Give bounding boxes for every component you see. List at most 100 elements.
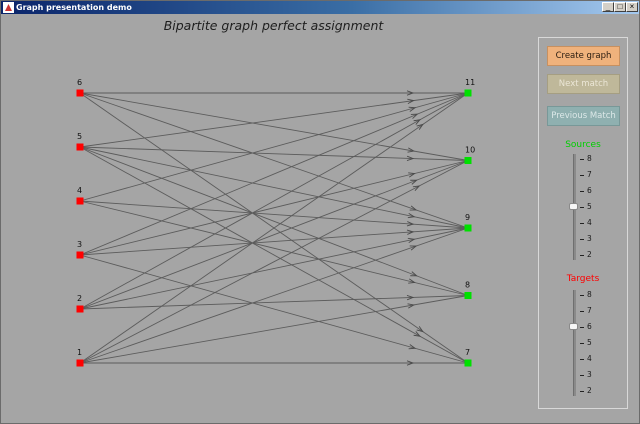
targets-slider-thumb[interactable] [569, 323, 578, 330]
edge-arrow-6-11 [406, 90, 415, 96]
sources-slider-tick-label: 2 [580, 250, 592, 260]
edge-arrow-4-9 [406, 221, 415, 227]
target-node-10 [464, 157, 472, 164]
source-node-1 [76, 359, 84, 367]
source-node-label-4: 4 [77, 186, 82, 195]
edge-arrow-1-7 [406, 360, 415, 366]
target-node-label-8: 8 [465, 281, 470, 290]
edge-arrow-6-7 [416, 326, 424, 333]
target-node-11 [464, 89, 472, 97]
edge-5-7 [79, 146, 469, 364]
edge-arrow-6-10 [407, 147, 416, 153]
edge-arrow-2-11 [413, 119, 422, 125]
edge-2-11 [79, 92, 469, 310]
edge-arrow-4-8 [408, 278, 416, 284]
sources-slider-tick-label: 3 [580, 234, 592, 244]
edge-4-9 [79, 200, 469, 229]
edge-1-9 [79, 227, 469, 364]
target-node-label-11: 11 [465, 78, 475, 87]
close-button[interactable]: × [626, 2, 638, 12]
sources-slider-label: Sources [565, 140, 601, 150]
sources-slider-tick-label: 5 [580, 202, 592, 212]
title-bar[interactable]: Graph presentation demo _ □ × [1, 1, 639, 14]
edge-arrow-5-8 [410, 271, 418, 277]
source-node-label-2: 2 [77, 294, 82, 303]
edge-arrow-5-7 [413, 331, 422, 337]
edge-arrow-1-10 [412, 185, 421, 191]
edge-arrow-2-8 [406, 294, 415, 301]
edge-arrow-4-11 [408, 106, 417, 112]
sources-slider[interactable]: 8 7 6 5 4 3 2 [567, 154, 617, 260]
source-node-6 [76, 89, 84, 97]
targets-slider-tick-label: 6 [580, 322, 592, 332]
source-node-label-5: 5 [77, 132, 82, 141]
edge-arrow-1-8 [407, 303, 416, 309]
next-match-button[interactable]: Next match [547, 74, 620, 94]
source-node-4 [76, 197, 84, 205]
edge-5-8 [79, 146, 469, 296]
edge-arrow-5-10 [406, 155, 415, 162]
edge-3-9 [79, 227, 469, 256]
targets-slider-tick-label: 2 [580, 386, 592, 396]
sources-slider-thumb[interactable] [569, 203, 578, 210]
source-node-label-3: 3 [77, 240, 82, 249]
edge-5-9 [79, 146, 469, 229]
minimize-button[interactable]: _ [602, 2, 614, 12]
edge-arrow-3-7 [408, 344, 417, 350]
edge-arrow-2-9 [407, 237, 416, 244]
edge-arrow-5-11 [407, 98, 415, 104]
edge-arrow-3-10 [408, 172, 416, 178]
source-node-label-1: 1 [77, 348, 82, 357]
edge-4-11 [79, 92, 469, 202]
edge-arrow-1-9 [409, 245, 418, 251]
edge-3-11 [79, 92, 469, 256]
previous-match-button[interactable]: Previous Match [547, 106, 620, 126]
target-node-8 [464, 292, 472, 299]
targets-slider-tick-label: 7 [580, 306, 592, 316]
sources-slider-tick-label: 8 [580, 154, 592, 164]
edge-4-8 [79, 200, 469, 296]
edge-1-10 [79, 160, 469, 364]
edge-6-10 [79, 92, 469, 161]
edge-2-8 [79, 295, 469, 310]
edge-2-10 [79, 160, 469, 310]
sources-slider-tick-label: 4 [580, 218, 592, 228]
edge-1-11 [79, 92, 469, 364]
window-title: Graph presentation demo [16, 3, 132, 12]
edge-arrow-5-9 [407, 212, 416, 219]
edge-6-9 [79, 92, 469, 229]
edge-arrow-3-11 [410, 113, 419, 119]
targets-slider-tick-label: 4 [580, 354, 592, 364]
edge-3-10 [79, 160, 469, 256]
source-node-3 [76, 251, 84, 259]
target-node-7 [464, 359, 472, 367]
edge-arrow-2-10 [410, 179, 418, 185]
maximize-button[interactable]: □ [614, 2, 626, 12]
target-node-label-7: 7 [465, 348, 470, 357]
edge-arrow-6-9 [409, 205, 418, 211]
java-app-icon [3, 2, 14, 13]
target-node-label-9: 9 [465, 213, 470, 222]
edge-5-10 [79, 146, 469, 161]
target-node-label-10: 10 [465, 146, 475, 155]
edge-5-11 [79, 92, 469, 148]
target-node-9 [464, 224, 472, 232]
edge-1-8 [79, 295, 469, 364]
sources-slider-tick-label: 7 [580, 170, 592, 180]
targets-slider-track[interactable] [573, 290, 576, 396]
graph-title: Bipartite graph perfect assignment [163, 18, 384, 33]
targets-slider-tick-label: 8 [580, 290, 592, 300]
control-panel: Create graph Next match Previous Match S… [538, 37, 628, 409]
create-graph-button[interactable]: Create graph [547, 46, 620, 66]
edge-3-7 [79, 254, 469, 364]
sources-slider-tick-label: 6 [580, 186, 592, 196]
source-node-2 [76, 305, 84, 313]
targets-slider-label: Targets [566, 274, 600, 284]
targets-slider-tick-label: 3 [580, 370, 592, 380]
edge-arrow-3-9 [406, 229, 415, 235]
edge-arrow-1-11 [416, 123, 424, 130]
source-node-5 [76, 143, 84, 151]
